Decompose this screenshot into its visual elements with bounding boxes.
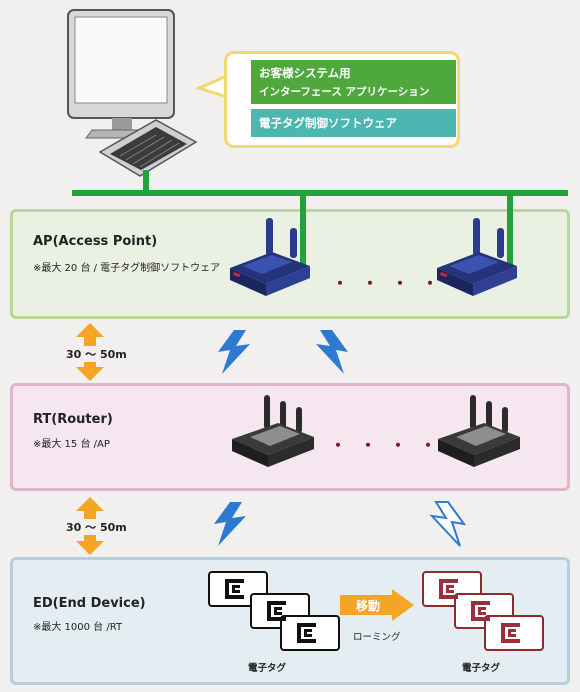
tag-chip-icon-red	[471, 601, 490, 621]
electronic-tag-card	[280, 615, 340, 651]
access-point-icon-1	[230, 218, 310, 296]
software-callout: お客様システム用 インターフェース アプリケーション 電子タグ制御ソフトウェア	[224, 51, 460, 148]
wireless-bolt-icon-1	[218, 330, 250, 374]
callout-pointer	[196, 74, 228, 99]
router-icon-2	[438, 395, 520, 467]
distance-label-1: 30 〜 50m	[64, 346, 129, 362]
electronic-tag-card	[208, 571, 268, 607]
callout-line-2: インターフェース アプリケーション	[259, 86, 430, 98]
ed-layer-subtitle: ※最大 1000 台 /RT	[33, 622, 123, 633]
wireless-bolt-icon-2	[316, 330, 348, 374]
rt-ellipsis: ・・・・	[330, 436, 451, 455]
wireless-bolt-outline-icon	[429, 501, 467, 547]
tag-chip-icon	[267, 601, 286, 621]
rt-layer-title: RT(Router)	[33, 412, 113, 427]
callout-line-3: 電子タグ制御ソフトウェア	[259, 116, 397, 130]
move-label: 移動	[356, 599, 381, 613]
callout-line-1: お客様システム用	[259, 66, 351, 80]
ap-layer-subtitle: ※最大 20 台 / 電子タグ制御ソフトウェア	[33, 263, 221, 274]
tag-chip-icon-red	[501, 623, 520, 643]
callout-app-box: お客様システム用 インターフェース アプリケーション	[251, 60, 456, 104]
tag-caption-right: 電子タグ	[462, 663, 501, 674]
ap-ellipsis: ・・・・	[332, 274, 453, 293]
ap-layer-title: AP(Access Point)	[33, 234, 158, 249]
tag-caption-left: 電子タグ	[248, 663, 287, 674]
computer-icon	[67, 9, 198, 177]
distance-label-2: 30 〜 50m	[64, 519, 129, 535]
tag-chip-icon-red	[439, 579, 458, 599]
roaming-label: ローミング	[353, 632, 401, 643]
tag-chip-icon	[297, 623, 316, 643]
network-bus-line	[72, 190, 568, 196]
ap2-bus-link	[507, 193, 513, 278]
callout-software-box: 電子タグ制御ソフトウェア	[251, 109, 456, 137]
ed-layer-title: ED(End Device)	[33, 596, 146, 611]
tag-chip-icon	[225, 579, 244, 599]
move-arrow	[340, 589, 414, 621]
electronic-tag-card-roamed	[484, 615, 544, 651]
ap1-bus-link	[300, 193, 306, 278]
rt-layer-subtitle: ※最大 15 台 /AP	[33, 439, 110, 450]
wireless-bolt-icon-3	[214, 502, 246, 546]
access-point-icon-2	[437, 218, 517, 296]
router-icon-1	[232, 395, 314, 467]
computer-bus-link	[143, 170, 149, 192]
